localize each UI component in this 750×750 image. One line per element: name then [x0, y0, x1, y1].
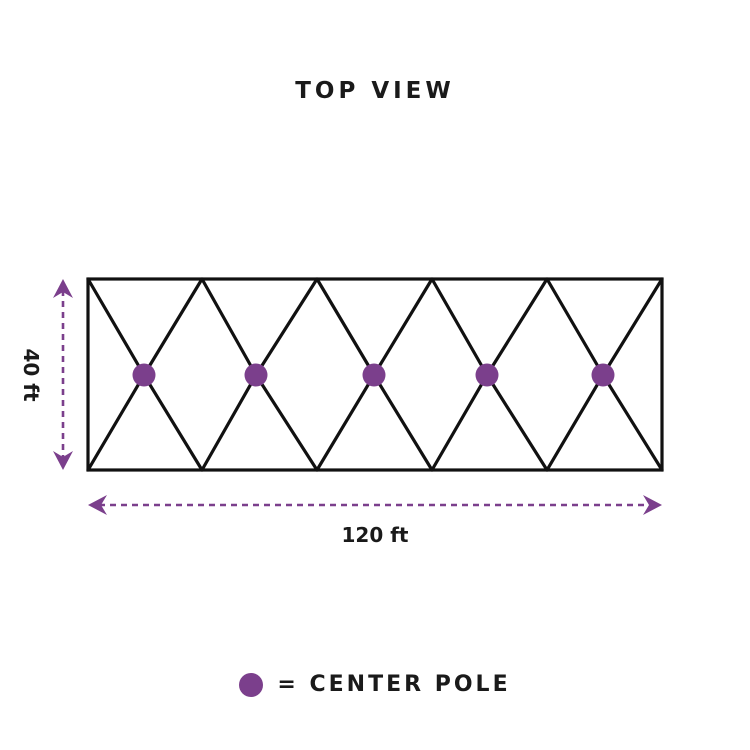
- center-pole-marker: [475, 363, 499, 387]
- rafter-line: [485, 373, 549, 472]
- center-poles: [132, 363, 615, 387]
- legend: = CENTER POLE: [0, 672, 750, 697]
- rafter-line: [254, 373, 319, 472]
- rafter-line: [86, 373, 146, 472]
- rafter-line: [86, 277, 146, 377]
- arrow-down-icon: [53, 451, 73, 470]
- rafter-line: [372, 277, 434, 377]
- center-pole-marker: [244, 363, 268, 387]
- arrow-right-icon: [643, 495, 662, 515]
- rafter-line: [315, 277, 376, 377]
- tent-frame: [86, 277, 664, 472]
- diagram-title: TOP VIEW: [295, 78, 455, 104]
- rafter-line: [601, 373, 664, 472]
- rafter-line: [545, 277, 605, 377]
- legend-label: = CENTER POLE: [277, 672, 511, 697]
- center-pole-legend-icon: [239, 672, 264, 697]
- rafter-line: [142, 277, 204, 377]
- arrow-up-icon: [53, 279, 73, 298]
- rafter-line: [142, 373, 204, 472]
- width-dimension-label: 120 ft: [341, 523, 409, 547]
- tent-outline: [86, 277, 664, 472]
- rafter-line: [430, 277, 489, 377]
- rafter-line: [545, 373, 605, 472]
- rafter-line: [315, 373, 376, 472]
- center-pole-marker: [362, 363, 386, 387]
- rafter-line: [601, 277, 664, 377]
- rafter-line: [430, 373, 489, 472]
- dimension-arrows: [53, 279, 662, 515]
- height-dimension-label: 40 ft: [19, 348, 43, 402]
- rafter-line: [254, 277, 319, 377]
- center-pole-marker: [591, 363, 615, 387]
- rafter-line: [200, 373, 258, 472]
- rafter-line: [200, 277, 258, 377]
- rafter-line: [485, 277, 549, 377]
- rafter-line: [372, 373, 434, 472]
- center-pole-marker: [132, 363, 156, 387]
- arrow-left-icon: [88, 495, 107, 515]
